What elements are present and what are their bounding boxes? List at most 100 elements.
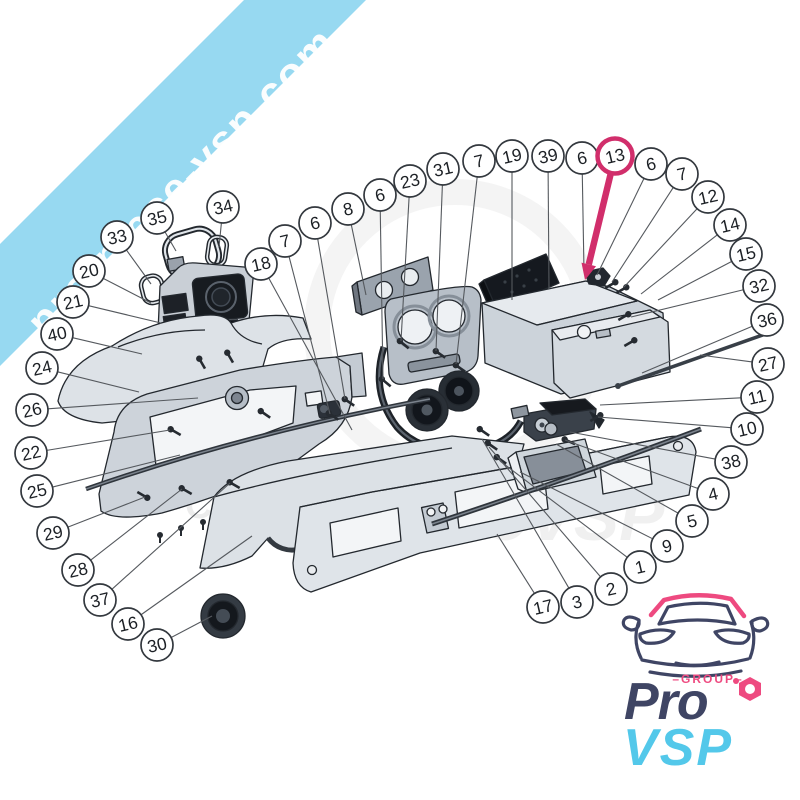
callout-35: 35 [140, 201, 174, 235]
callout-number: 39 [536, 144, 559, 168]
callout-circle [750, 303, 784, 337]
callout-number: 37 [88, 588, 111, 612]
callout-circle [140, 628, 174, 662]
leader-line-32 [630, 289, 744, 318]
leader-line-36 [641, 325, 753, 374]
callout-number: 38 [719, 450, 742, 474]
logo-vsp-text: VSP [623, 719, 733, 777]
callout-circle [331, 192, 365, 226]
callout-circle [72, 254, 106, 288]
leader-line-22 [46, 429, 171, 451]
callout-14: 14 [713, 208, 747, 242]
callout-circle-highlighted [595, 136, 635, 176]
callout-8: 8 [331, 192, 365, 226]
leader-line-12 [623, 208, 698, 288]
callout-19: 19 [495, 139, 529, 173]
leader-line-25 [52, 454, 181, 488]
callout-number: 5 [685, 510, 699, 532]
leader-line-6 [596, 178, 645, 276]
leader-line-7 [611, 187, 674, 283]
callout-18: 18 [244, 247, 278, 281]
dash-speaker-part [200, 593, 246, 639]
callout-number: 4 [706, 483, 720, 505]
callout-circle [393, 164, 427, 198]
callout-31: 31 [426, 152, 460, 186]
callout-circle [729, 237, 763, 271]
callout-circle [56, 285, 90, 319]
heater-valve-part [510, 398, 605, 442]
leader-line-2 [488, 446, 601, 578]
callout-circle [462, 144, 496, 178]
leader-line-9 [519, 471, 653, 540]
highlight-arrow-group [581, 172, 615, 280]
callout-number: 31 [431, 157, 454, 181]
callout-circle [268, 224, 302, 258]
callout-number: 6 [373, 184, 387, 206]
callout-circle [206, 190, 240, 224]
leader-line-6 [317, 238, 346, 400]
callout-38: 38 [714, 445, 748, 479]
callout-circle [594, 572, 628, 606]
callout-6: 6 [298, 206, 332, 240]
leader-line-4 [564, 439, 699, 490]
leader-line-26 [47, 397, 199, 410]
leader-line-5 [555, 443, 679, 514]
callout-27: 27 [751, 347, 785, 381]
callout-36: 36 [750, 303, 784, 337]
callout-number: 13 [603, 144, 626, 168]
callout-circle [560, 585, 594, 619]
callout-number: 17 [531, 595, 554, 619]
callout-circle [531, 139, 565, 173]
callout-17: 17 [526, 590, 560, 624]
callout-6: 6 [565, 141, 599, 175]
callout-number: 30 [145, 633, 169, 657]
callout-circle [691, 180, 725, 214]
leader-line-33 [125, 249, 152, 285]
callout-2: 2 [594, 572, 628, 606]
callout-number: 7 [675, 163, 689, 185]
callout-number: 28 [66, 558, 89, 582]
callout-32: 32 [742, 269, 776, 303]
callout-number: 7 [472, 150, 486, 172]
callout-number: 23 [398, 169, 421, 193]
leader-line-21 [88, 305, 162, 324]
callout-circle [61, 553, 95, 587]
leader-line-37 [111, 482, 231, 590]
callout-number: 21 [61, 290, 84, 314]
leader-line-6 [379, 210, 384, 380]
callout-number: 27 [756, 352, 779, 376]
leader-line-3 [481, 438, 570, 589]
callout-circle [100, 220, 134, 254]
callout-24: 24 [25, 351, 59, 385]
leader-line-14 [640, 234, 718, 295]
callout-29: 29 [36, 516, 70, 550]
callout-circle [675, 504, 709, 538]
callout-number: 2 [604, 578, 618, 600]
leader-line-8 [350, 224, 367, 296]
callout-16: 16 [111, 607, 145, 641]
callout-26: 26 [15, 393, 49, 427]
callout-13: 13 [595, 136, 635, 176]
car-outline-icon [621, 592, 770, 678]
callout-39: 39 [531, 139, 565, 173]
callout-25: 25 [20, 474, 54, 508]
callout-circle [650, 529, 684, 563]
callout-circle [751, 347, 785, 381]
windshield-trim-rail-part [85, 396, 431, 544]
leader-line-7 [288, 256, 331, 415]
callout-11: 11 [740, 380, 774, 414]
logo-group-label: –GROUP– [672, 672, 743, 686]
callout-circle [713, 208, 747, 242]
leader-line-40 [72, 337, 143, 355]
callout-33: 33 [100, 220, 134, 254]
callout-circle [111, 607, 145, 641]
leader-line-7 [455, 176, 478, 365]
callout-37: 37 [83, 583, 117, 617]
callout-12: 12 [691, 180, 725, 214]
callout-3: 3 [560, 585, 594, 619]
leader-line-38 [569, 431, 716, 460]
leader-line-10 [597, 416, 732, 429]
leader-line-24 [57, 371, 140, 393]
